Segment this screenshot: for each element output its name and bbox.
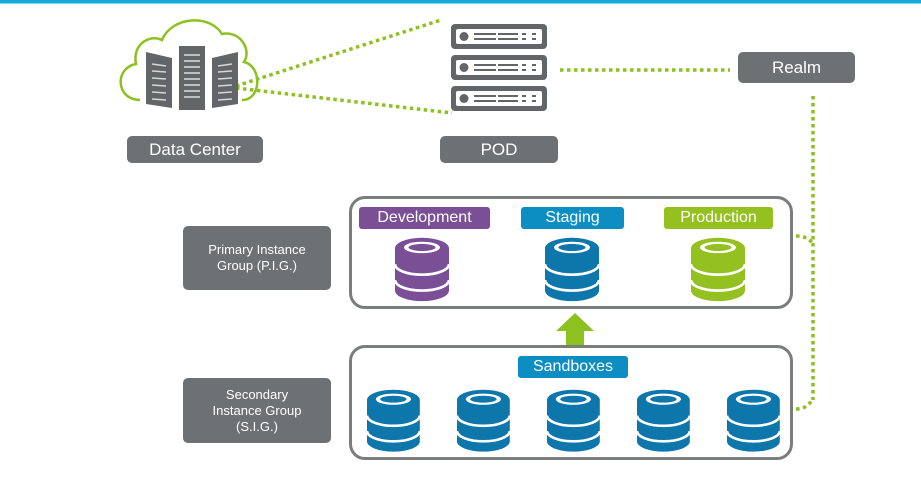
connector-realm-primary-group	[795, 234, 815, 246]
primary-group-label-line: Group (P.I.G.)	[217, 258, 297, 273]
connector-datacenter-pod-bottom	[235, 86, 453, 115]
server-unit-icon	[451, 86, 547, 111]
server-unit-icon	[451, 55, 547, 80]
realm-label: Realm	[738, 52, 855, 83]
cloud-server-rack-icon	[119, 19, 259, 110]
pod-label: POD	[440, 136, 558, 163]
secondary-group-label-line: Instance Group	[212, 402, 302, 418]
server-stack-icon	[451, 24, 547, 111]
data-center-label: Data Center	[127, 136, 263, 163]
secondary-instance-group-label: Secondary Instance Group (S.I.G.)	[183, 378, 331, 443]
staging-tag: Staging	[521, 207, 624, 229]
primary-group-label-line: Primary Instance	[208, 242, 306, 257]
server-unit-icon	[451, 24, 547, 49]
connector-realm-secondary-group	[795, 397, 815, 411]
production-tag: Production	[664, 207, 773, 229]
development-tag: Development	[359, 207, 490, 229]
secondary-group-label-line: (S.I.G.)	[236, 418, 278, 434]
connectors	[235, 18, 815, 411]
connector-datacenter-pod-top	[235, 18, 442, 88]
primary-instance-group-label: Primary Instance Group (P.I.G.)	[183, 226, 331, 290]
arrow-up-icon	[556, 313, 594, 345]
secondary-group-label-line: Secondary	[225, 386, 289, 402]
top-accent-line	[0, 0, 921, 4]
sandboxes-tag: Sandboxes	[518, 356, 628, 378]
